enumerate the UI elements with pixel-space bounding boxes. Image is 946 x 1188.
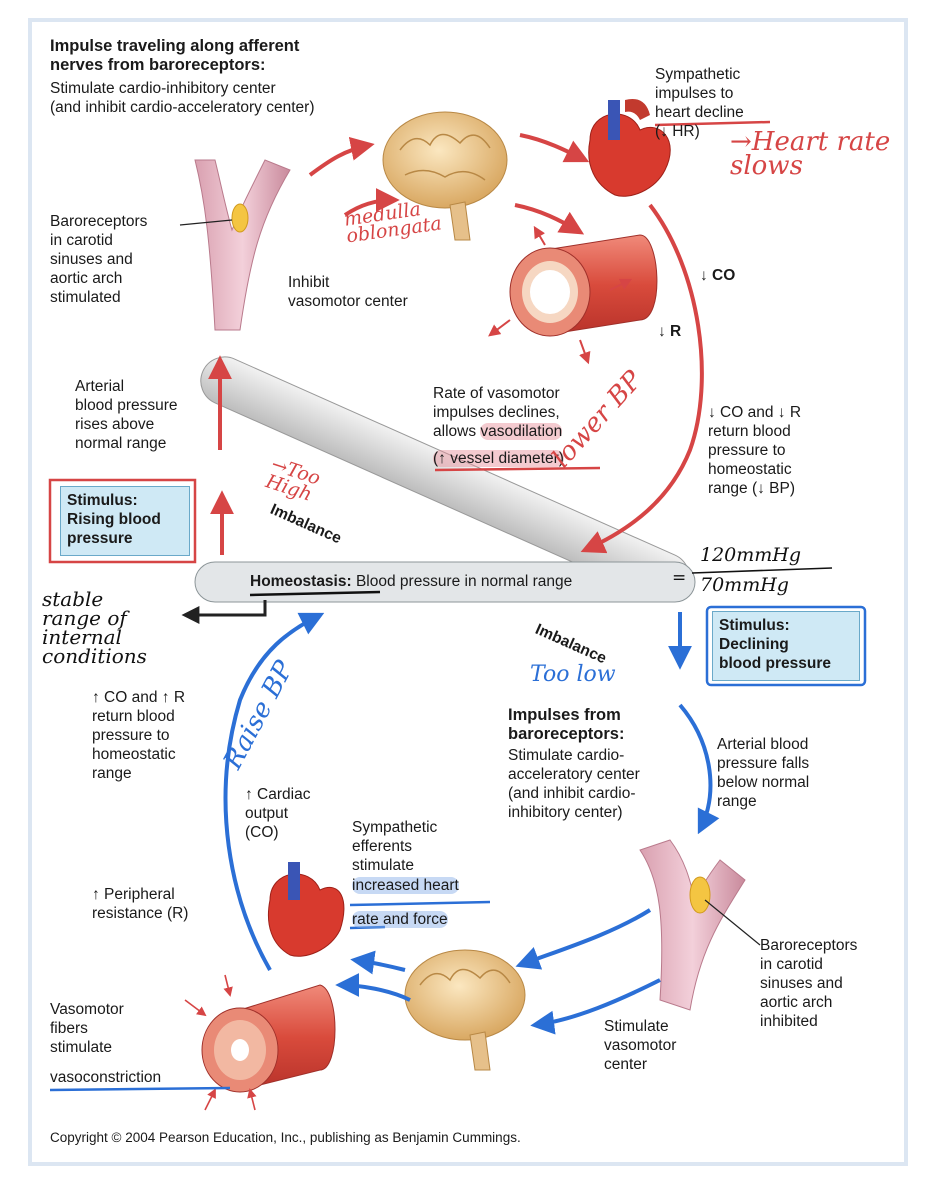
brain-bottom bbox=[404, 949, 526, 1071]
stable-range-arrow bbox=[181, 600, 267, 624]
r-down-label: ↓ R bbox=[658, 323, 682, 340]
arterial-falls-label: Arterial blood pressure falls below norm… bbox=[717, 736, 810, 810]
homeostasis-label: Homeostasis: bbox=[250, 573, 352, 590]
red-arrows bbox=[208, 133, 704, 555]
cardiac-output-label: ↑ Cardiac output (CO) bbox=[245, 786, 311, 841]
stimulus-declining-box: Stimulus: Declining blood pressure bbox=[712, 611, 860, 681]
stimulate-vasomotor-label: Stimulate vasomotor center bbox=[604, 1018, 677, 1073]
artery-constricted bbox=[201, 984, 336, 1093]
heart-decline-label: heart decline bbox=[655, 104, 744, 121]
carotid-vessel-bottom bbox=[639, 839, 761, 1011]
red-annotation-marks bbox=[48, 120, 771, 564]
sympathetic-top-label: Sympathetic impulses to bbox=[655, 66, 741, 102]
vasomotor-fibers-label: Vasomotor fibers stimulate bbox=[50, 1001, 124, 1056]
homeostasis-underline bbox=[249, 590, 381, 597]
carotid-vessel-top bbox=[179, 159, 291, 331]
heart-bottom bbox=[267, 862, 345, 957]
baroreceptors-stimulated-label: Baroreceptors in carotid sinuses and aor… bbox=[50, 213, 148, 306]
rate-force-label: rate and force bbox=[352, 911, 448, 928]
bp-fraction-line bbox=[691, 567, 833, 574]
handwritten-bp-value: 120mmHg 70mmHg bbox=[700, 544, 802, 596]
stimulus-rising-box: Stimulus: Rising blood pressure bbox=[60, 486, 190, 556]
impulses-bottom-heading: Impulses from baroreceptors: bbox=[508, 706, 625, 743]
sympathetic-bottom-label: Sympathetic efferents stimulate bbox=[352, 819, 438, 874]
afferent-heading: Impulse traveling along afferent nerves … bbox=[50, 37, 300, 74]
homeostasis-bar bbox=[194, 561, 696, 603]
return-bp-top-label: ↓ CO and ↓ R return blood pressure to ho… bbox=[708, 404, 802, 497]
peripheral-resistance-label: ↑ Peripheral resistance (R) bbox=[92, 886, 189, 922]
handwritten-too-low: Too low bbox=[530, 662, 616, 687]
homeostasis-text: Homeostasis: Blood pressure in normal ra… bbox=[250, 573, 573, 590]
return-bp-bottom-label: ↑ CO and ↑ R return blood pressure to ho… bbox=[92, 689, 186, 782]
afferent-body: Stimulate cardio-inhibitory center (and … bbox=[50, 80, 315, 116]
blue-arrows bbox=[223, 612, 720, 1035]
increased-heart-label: increased heart bbox=[352, 877, 459, 894]
brain-top bbox=[382, 111, 508, 241]
arterial-rises-label: Arterial blood pressure rises above norm… bbox=[75, 378, 178, 452]
artery-dilated bbox=[509, 234, 658, 337]
baroreceptors-inhibited-label: Baroreceptors in carotid sinuses and aor… bbox=[760, 937, 858, 1030]
vasodilation-highlight: vasodilation bbox=[480, 423, 563, 440]
impulses-bottom-body: Stimulate cardio- acceleratory center (a… bbox=[508, 747, 640, 821]
inhibit-vasomotor-label: Inhibit vasomotor center bbox=[288, 274, 408, 310]
hr-down-label: (↓ HR) bbox=[655, 123, 700, 140]
vessel-diameter-label: (↑ vessel diameter) bbox=[433, 450, 564, 467]
copyright-text: Copyright © 2004 Pearson Education, Inc.… bbox=[50, 1130, 521, 1145]
co-down-label: ↓ CO bbox=[700, 267, 736, 284]
vasoconstriction-arrows bbox=[184, 974, 257, 1111]
heart-top bbox=[588, 99, 671, 197]
handwritten-equals: = bbox=[672, 568, 687, 588]
blue-annotation-marks bbox=[49, 605, 867, 1092]
vasomotor-rate-label: Rate of vasomotor impulses declines, all… bbox=[433, 385, 563, 440]
handwritten-heart-rate-slows: →Heart rate slows bbox=[730, 127, 891, 181]
handwritten-stable-range: stable range of internal conditions bbox=[42, 587, 147, 668]
vasoconstriction-label: vasoconstriction bbox=[50, 1069, 162, 1086]
